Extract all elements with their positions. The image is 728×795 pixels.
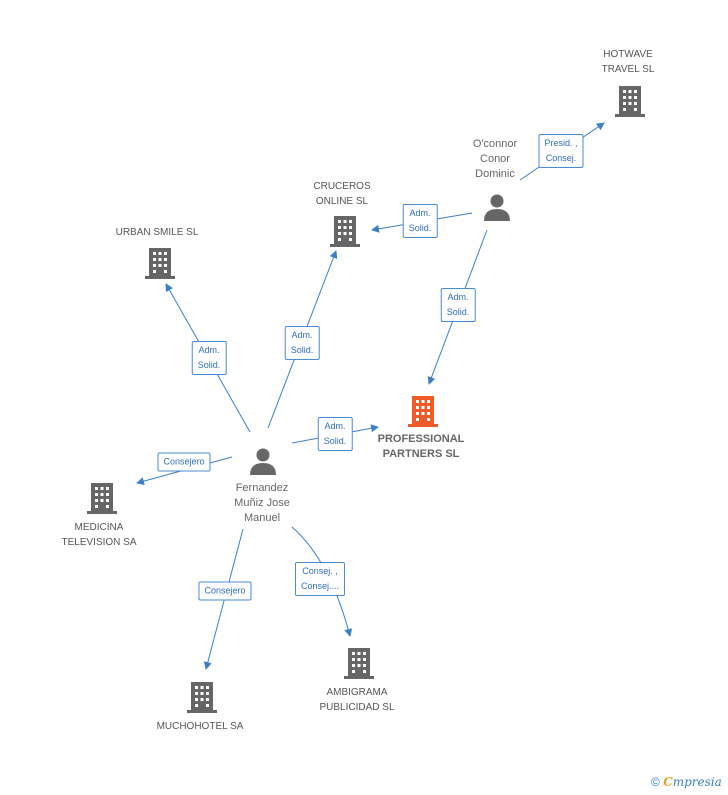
- company-label-cruceros[interactable]: CRUCEROS ONLINE SL: [313, 181, 371, 207]
- building-icon: [615, 86, 645, 117]
- focus-building-icon: [408, 396, 438, 427]
- company-label-urban-smile[interactable]: URBAN SMILE SL: [115, 227, 199, 238]
- person-icon: [250, 448, 276, 475]
- person-icon: [484, 194, 510, 221]
- building-icon: [87, 483, 117, 514]
- building-icon: [330, 216, 360, 247]
- edge-label-oconnor-cruceros: Adm. Solid.: [402, 204, 438, 238]
- edge-label-fernandez-muchohotel: Consejero: [198, 581, 252, 601]
- edge-label-oconnor-professional: Adm. Solid.: [440, 288, 476, 322]
- brand-name: Cmpresia: [663, 775, 722, 789]
- edge-label-oconnor-hotwave: Presid. , Consej.: [538, 134, 584, 168]
- edge-label-fernandez-ambigrama: Consej. , Consej....: [294, 562, 346, 596]
- company-label-medicina[interactable]: MEDICINA TELEVISION SA: [61, 522, 137, 548]
- company-label-professional-partners[interactable]: PROFESSIONAL PARTNERS SL: [377, 433, 465, 460]
- company-label-hotwave[interactable]: HOTWAVE TRAVEL SL: [601, 49, 655, 75]
- copyright-icon: ©: [651, 775, 660, 789]
- edge-label-fernandez-urban: Adm. Solid.: [191, 341, 227, 375]
- building-icon: [145, 248, 175, 279]
- edge-label-fernandez-cruceros: Adm. Solid.: [284, 326, 320, 360]
- building-icon: [187, 682, 217, 713]
- empresia-logo[interactable]: © Cmpresia: [651, 775, 722, 789]
- company-label-ambigrama[interactable]: AMBIGRAMA PUBLICIDAD SL: [319, 687, 395, 713]
- person-label-oconnor[interactable]: O'connor Conor Dominic: [472, 138, 518, 180]
- person-label-fernandez[interactable]: Fernandez Muñiz Jose Manuel: [234, 482, 290, 524]
- edge-label-fernandez-professional: Adm. Solid.: [317, 417, 353, 451]
- building-icon: [344, 648, 374, 679]
- company-label-muchohotel[interactable]: MUCHOHOTEL SA: [156, 721, 244, 732]
- edge-label-fernandez-medicina: Consejero: [157, 452, 211, 472]
